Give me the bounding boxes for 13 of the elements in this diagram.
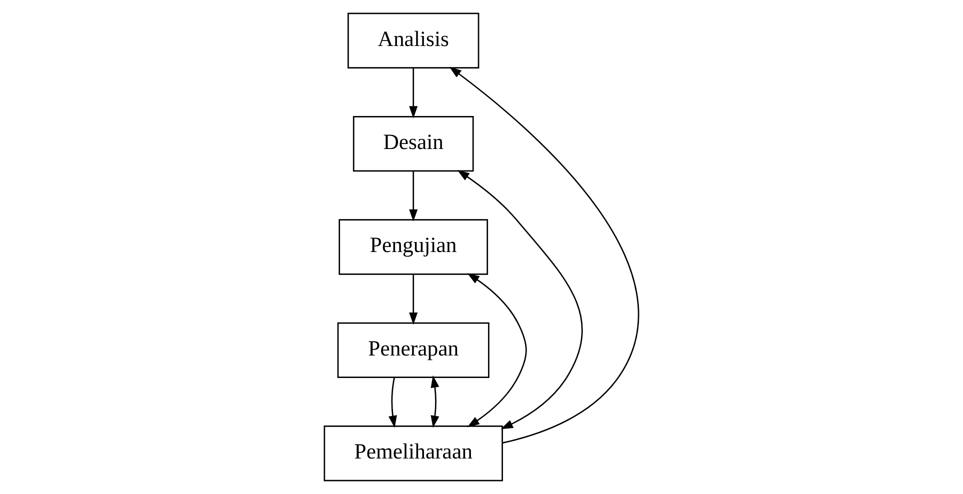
node-box: Pemeliharaan (324, 426, 503, 482)
arrow (409, 274, 418, 325)
arrow (467, 273, 527, 428)
node-box: Pengujian (338, 219, 488, 275)
arrow (388, 377, 397, 428)
node-box: Desain (352, 116, 474, 172)
arrow (430, 375, 440, 428)
arrow (409, 171, 418, 222)
arrow (409, 68, 418, 118)
node-box: Penerapan (337, 322, 490, 378)
node-box: Analisis (348, 12, 480, 68)
arrow (449, 66, 639, 444)
arrow (457, 170, 583, 430)
